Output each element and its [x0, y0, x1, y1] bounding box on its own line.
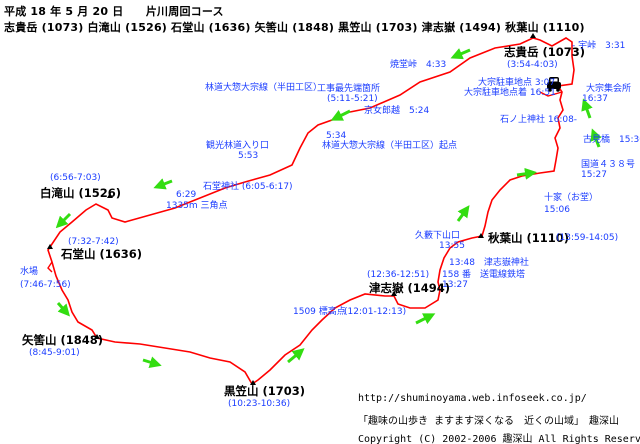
waypoint-label: 林道大惣大宗線（半田工区）起点: [322, 141, 458, 151]
peak-label: 石堂山 (1636): [61, 247, 143, 261]
car-icon: [547, 77, 561, 92]
waypoint-label: 石堂神社 (6:05-6:17): [203, 182, 293, 192]
waypoint-label: 6:29: [176, 190, 197, 200]
waypoint-label: 大宗駐車地点 3:07: [478, 78, 556, 88]
waypoint-label: 石ノ上神社 16:08-: [500, 115, 578, 125]
hiking-route: [47, 37, 575, 386]
summit-icon: [107, 193, 113, 198]
waypoint-label: 十家（お堂）: [544, 193, 599, 203]
waypoint-label: 林道大惣大宗線（半田工区）: [205, 83, 323, 93]
waypoint-label: 1509 標高点: [293, 307, 346, 317]
arrow-icon: [590, 128, 602, 148]
page-title: 平成 18 年 5 月 20 日 片川周回コース: [4, 5, 224, 18]
waypoint-label: 13:48 津志嶽神社: [449, 258, 529, 268]
waypoint-label: (5:11-5:21): [327, 94, 378, 104]
peaks-list: 志貴岳 (1073) 白滝山 (1526) 石堂山 (1636) 矢筈山 (18…: [4, 21, 585, 34]
waypoint-label: 13:55: [439, 241, 465, 251]
waypoint-label: 158 番 送電線鉄塔: [442, 270, 526, 280]
summit-icon: [94, 334, 100, 339]
peak-label: 白滝山 (1526): [40, 186, 122, 200]
arrow-icon: [330, 109, 351, 121]
waypoint-label: (12:01-12:13): [344, 307, 407, 317]
site-url[interactable]: http://shuminoyama.web.infoseek.co.jp/: [358, 393, 587, 404]
direction-arrows: [55, 48, 602, 368]
peak-label: 秋葉山 (1110): [488, 231, 570, 245]
arrow-icon: [142, 356, 162, 368]
peak-label: 矢筈山 (1848): [22, 333, 104, 347]
peak-time: (12:36-12:51): [367, 270, 430, 280]
waypoint-label: 工事最先端箇所: [317, 84, 381, 94]
arrow-icon: [55, 212, 72, 229]
peak-time: (8:45-9:01): [29, 348, 80, 358]
peak-time: (10:23-10:36): [228, 399, 291, 409]
waypoint-label: 1335m 三角点: [166, 201, 228, 211]
peak-label: 黒笠山 (1703): [224, 384, 306, 398]
waypoint-label: 久藪下山口: [415, 231, 461, 241]
summit-icon: [478, 233, 484, 238]
ishido-spur: [47, 261, 53, 273]
waypoint-label: 焼堂峠 4:33: [390, 60, 447, 70]
parking-spur: [539, 91, 563, 97]
peak-time: (3:54-4:03): [507, 60, 558, 70]
waypoint-label: 16:37: [582, 94, 608, 104]
copyright: Copyright (C) 2002-2006 趣深山 All Rights R…: [358, 434, 640, 444]
arrow-icon: [450, 48, 471, 60]
site-tagline: 「趣味の山歩き ますます深くなる 近くの山域」 趣深山: [358, 416, 620, 427]
waypoint-label: 観光林道入り口: [206, 141, 270, 151]
waypoint-label: 大宗集会所: [586, 84, 632, 94]
summit-icon: [391, 291, 397, 296]
arrow-icon: [516, 167, 537, 180]
arrow-icon: [456, 205, 470, 222]
peak-time: (13:59-14:05): [556, 233, 619, 243]
waypoint-label: (7:46-7:56): [20, 280, 71, 290]
waypoint-label: 5:34: [326, 131, 347, 141]
arrow-icon: [415, 313, 436, 325]
waypoint-label: 5:53: [238, 151, 259, 161]
peak-label: 津志嶽 (1494): [369, 281, 451, 295]
waypoint-label: 13:27: [442, 280, 468, 290]
peak-time: (7:32-7:42): [68, 237, 119, 247]
waypoint-label: 国道４３８号: [581, 160, 636, 170]
summit-markers: [47, 33, 536, 385]
waypoint-label: 15:27: [581, 170, 607, 180]
arrow-icon: [581, 98, 593, 119]
waypoint-label: 水場: [20, 267, 39, 277]
peak-label: 志貴岳 (1073): [504, 45, 586, 59]
waypoint-label: 京女郎越 5:24: [364, 106, 430, 116]
waypoint-label: 15:06: [544, 205, 570, 215]
summit-icon: [250, 380, 256, 385]
waypoint-label: - 宇峠 3:31: [572, 41, 626, 51]
summit-icon: [530, 33, 536, 38]
arrow-icon: [153, 178, 173, 190]
peak-time: (6:56-7:03): [50, 173, 101, 183]
arrow-icon: [287, 348, 305, 364]
waypoint-label: 大宗駐車地点着 16:51: [464, 88, 556, 98]
arrow-icon: [56, 302, 70, 317]
waypoint-label: 古見橋 15:30: [583, 135, 640, 145]
summit-icon: [47, 244, 53, 249]
